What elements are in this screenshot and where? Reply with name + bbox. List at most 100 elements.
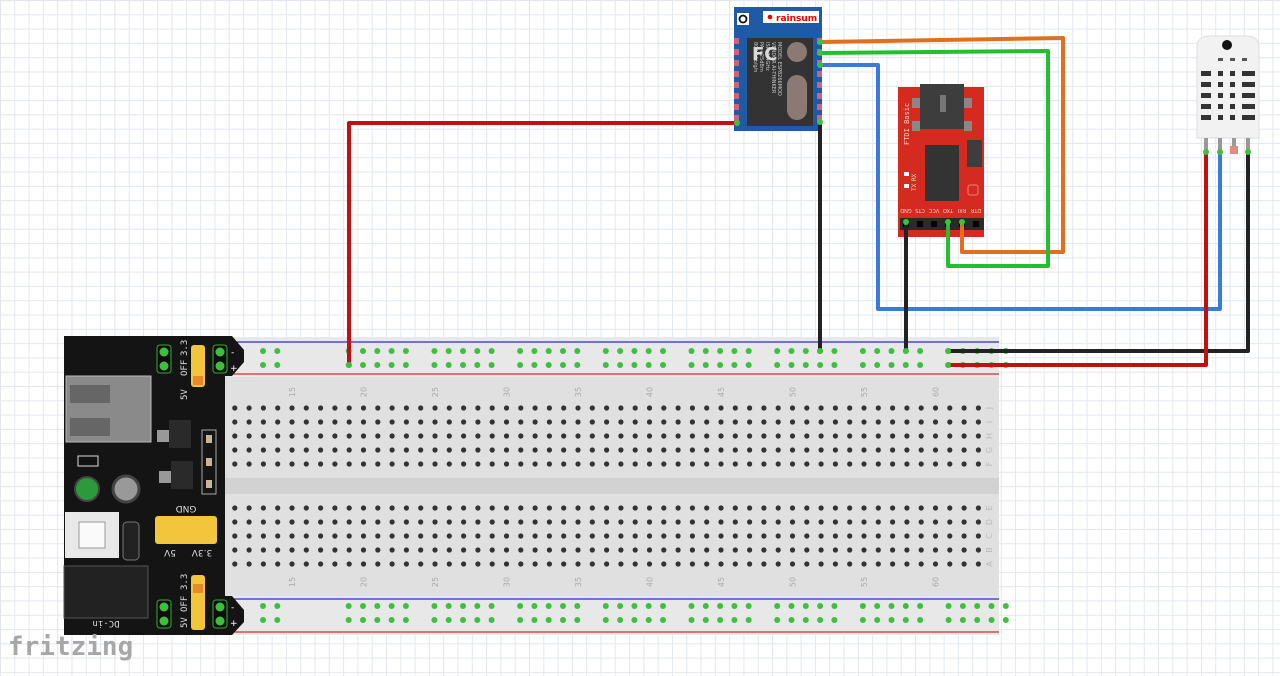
breadboard-hole[interactable]: [489, 447, 495, 453]
breadboard-hole[interactable]: [875, 533, 881, 539]
breadboard-hole[interactable]: [804, 433, 810, 439]
breadboard-hole[interactable]: [918, 561, 924, 567]
rail-hole[interactable]: [431, 617, 438, 623]
breadboard-hole[interactable]: [932, 447, 939, 453]
breadboard-hole[interactable]: [260, 447, 266, 453]
breadboard-hole[interactable]: [418, 461, 424, 467]
breadboard-hole[interactable]: [432, 405, 438, 411]
esp-pin[interactable]: [734, 115, 739, 121]
breadboard-hole[interactable]: [918, 505, 924, 511]
wire-endpoint[interactable]: [945, 362, 951, 368]
breadboard-hole[interactable]: [847, 533, 853, 539]
breadboard-hole[interactable]: [704, 405, 710, 411]
breadboard-hole[interactable]: [418, 561, 424, 567]
breadboard-hole[interactable]: [332, 419, 338, 425]
breadboard-hole[interactable]: [789, 505, 796, 511]
breadboard-hole[interactable]: [832, 505, 839, 511]
breadboard-hole[interactable]: [732, 533, 738, 539]
breadboard-hole[interactable]: [675, 433, 681, 439]
breadboard-hole[interactable]: [260, 505, 266, 511]
breadboard-hole[interactable]: [589, 405, 595, 411]
breadboard-hole[interactable]: [561, 519, 567, 525]
breadboard-hole[interactable]: [732, 419, 738, 425]
breadboard-hole[interactable]: [461, 447, 467, 453]
breadboard-hole[interactable]: [303, 519, 309, 525]
breadboard-hole[interactable]: [689, 519, 696, 525]
breadboard-hole[interactable]: [747, 419, 753, 425]
breadboard-hole[interactable]: [775, 419, 781, 425]
potentiometer[interactable]: [111, 474, 141, 504]
rail-hole[interactable]: [745, 617, 752, 623]
breadboard-hole[interactable]: [503, 519, 510, 525]
breadboard-hole[interactable]: [289, 519, 295, 525]
rail-hole[interactable]: [988, 603, 995, 609]
breadboard-hole[interactable]: [832, 519, 839, 525]
rail-hole[interactable]: [859, 617, 866, 623]
breadboard-hole[interactable]: [403, 519, 409, 525]
breadboard-hole[interactable]: [661, 519, 667, 525]
breadboard-hole[interactable]: [975, 447, 982, 453]
breadboard-hole[interactable]: [418, 519, 424, 525]
rail-hole[interactable]: [745, 362, 752, 368]
breadboard-hole[interactable]: [661, 547, 667, 553]
breadboard-hole[interactable]: [875, 405, 881, 411]
breadboard-hole[interactable]: [589, 447, 595, 453]
breadboard-hole[interactable]: [890, 461, 896, 467]
rail-hole[interactable]: [774, 617, 781, 623]
breadboard-hole[interactable]: [432, 447, 438, 453]
breadboard-hole[interactable]: [818, 405, 824, 411]
breadboard-hole[interactable]: [489, 561, 495, 567]
breadboard-hole[interactable]: [718, 461, 724, 467]
breadboard-hole[interactable]: [804, 419, 810, 425]
breadboard-hole[interactable]: [332, 405, 338, 411]
breadboard-hole[interactable]: [403, 561, 409, 567]
breadboard-hole[interactable]: [303, 447, 309, 453]
breadboard-hole[interactable]: [789, 405, 796, 411]
breadboard-hole[interactable]: [861, 519, 867, 525]
breadboard-hole[interactable]: [260, 547, 266, 553]
rail-hole[interactable]: [574, 603, 581, 609]
breadboard-hole[interactable]: [932, 419, 939, 425]
breadboard-hole[interactable]: [918, 533, 924, 539]
breadboard-hole[interactable]: [761, 447, 767, 453]
breadboard-hole[interactable]: [489, 405, 495, 411]
breadboard-hole[interactable]: [232, 461, 238, 467]
rail-hole[interactable]: [645, 603, 652, 609]
rail-hole[interactable]: [817, 617, 824, 623]
breadboard-hole[interactable]: [847, 433, 853, 439]
breadboard-hole[interactable]: [718, 419, 724, 425]
rail-hole[interactable]: [688, 362, 695, 368]
breadboard-hole[interactable]: [260, 519, 266, 525]
rail-hole[interactable]: [702, 617, 709, 623]
wire-red-esp-vcc[interactable]: [346, 120, 740, 368]
breadboard-hole[interactable]: [346, 561, 352, 567]
breadboard-hole[interactable]: [875, 447, 881, 453]
breadboard-hole[interactable]: [375, 561, 381, 567]
rail-hole[interactable]: [917, 617, 924, 623]
breadboard-hole[interactable]: [704, 519, 710, 525]
breadboard-hole[interactable]: [360, 547, 367, 553]
breadboard-hole[interactable]: [232, 519, 238, 525]
breadboard-hole[interactable]: [389, 505, 395, 511]
wire-endpoint[interactable]: [959, 219, 965, 225]
rail-hole[interactable]: [888, 348, 895, 354]
breadboard-hole[interactable]: [732, 447, 738, 453]
breadboard-hole[interactable]: [475, 547, 481, 553]
breadboard-hole[interactable]: [747, 547, 753, 553]
breadboard-hole[interactable]: [389, 561, 395, 567]
breadboard-hole[interactable]: [232, 505, 238, 511]
breadboard-hole[interactable]: [446, 547, 452, 553]
rail-hole[interactable]: [402, 348, 409, 354]
breadboard-hole[interactable]: [861, 461, 867, 467]
breadboard-hole[interactable]: [775, 433, 781, 439]
rail-hole[interactable]: [402, 603, 409, 609]
breadboard-hole[interactable]: [432, 461, 438, 467]
rail-hole[interactable]: [1002, 603, 1009, 609]
breadboard-hole[interactable]: [775, 533, 781, 539]
breadboard-hole[interactable]: [561, 561, 567, 567]
breadboard-hole[interactable]: [875, 419, 881, 425]
breadboard-hole[interactable]: [875, 505, 881, 511]
breadboard-hole[interactable]: [818, 561, 824, 567]
breadboard-hole[interactable]: [518, 533, 524, 539]
breadboard-hole[interactable]: [375, 461, 381, 467]
